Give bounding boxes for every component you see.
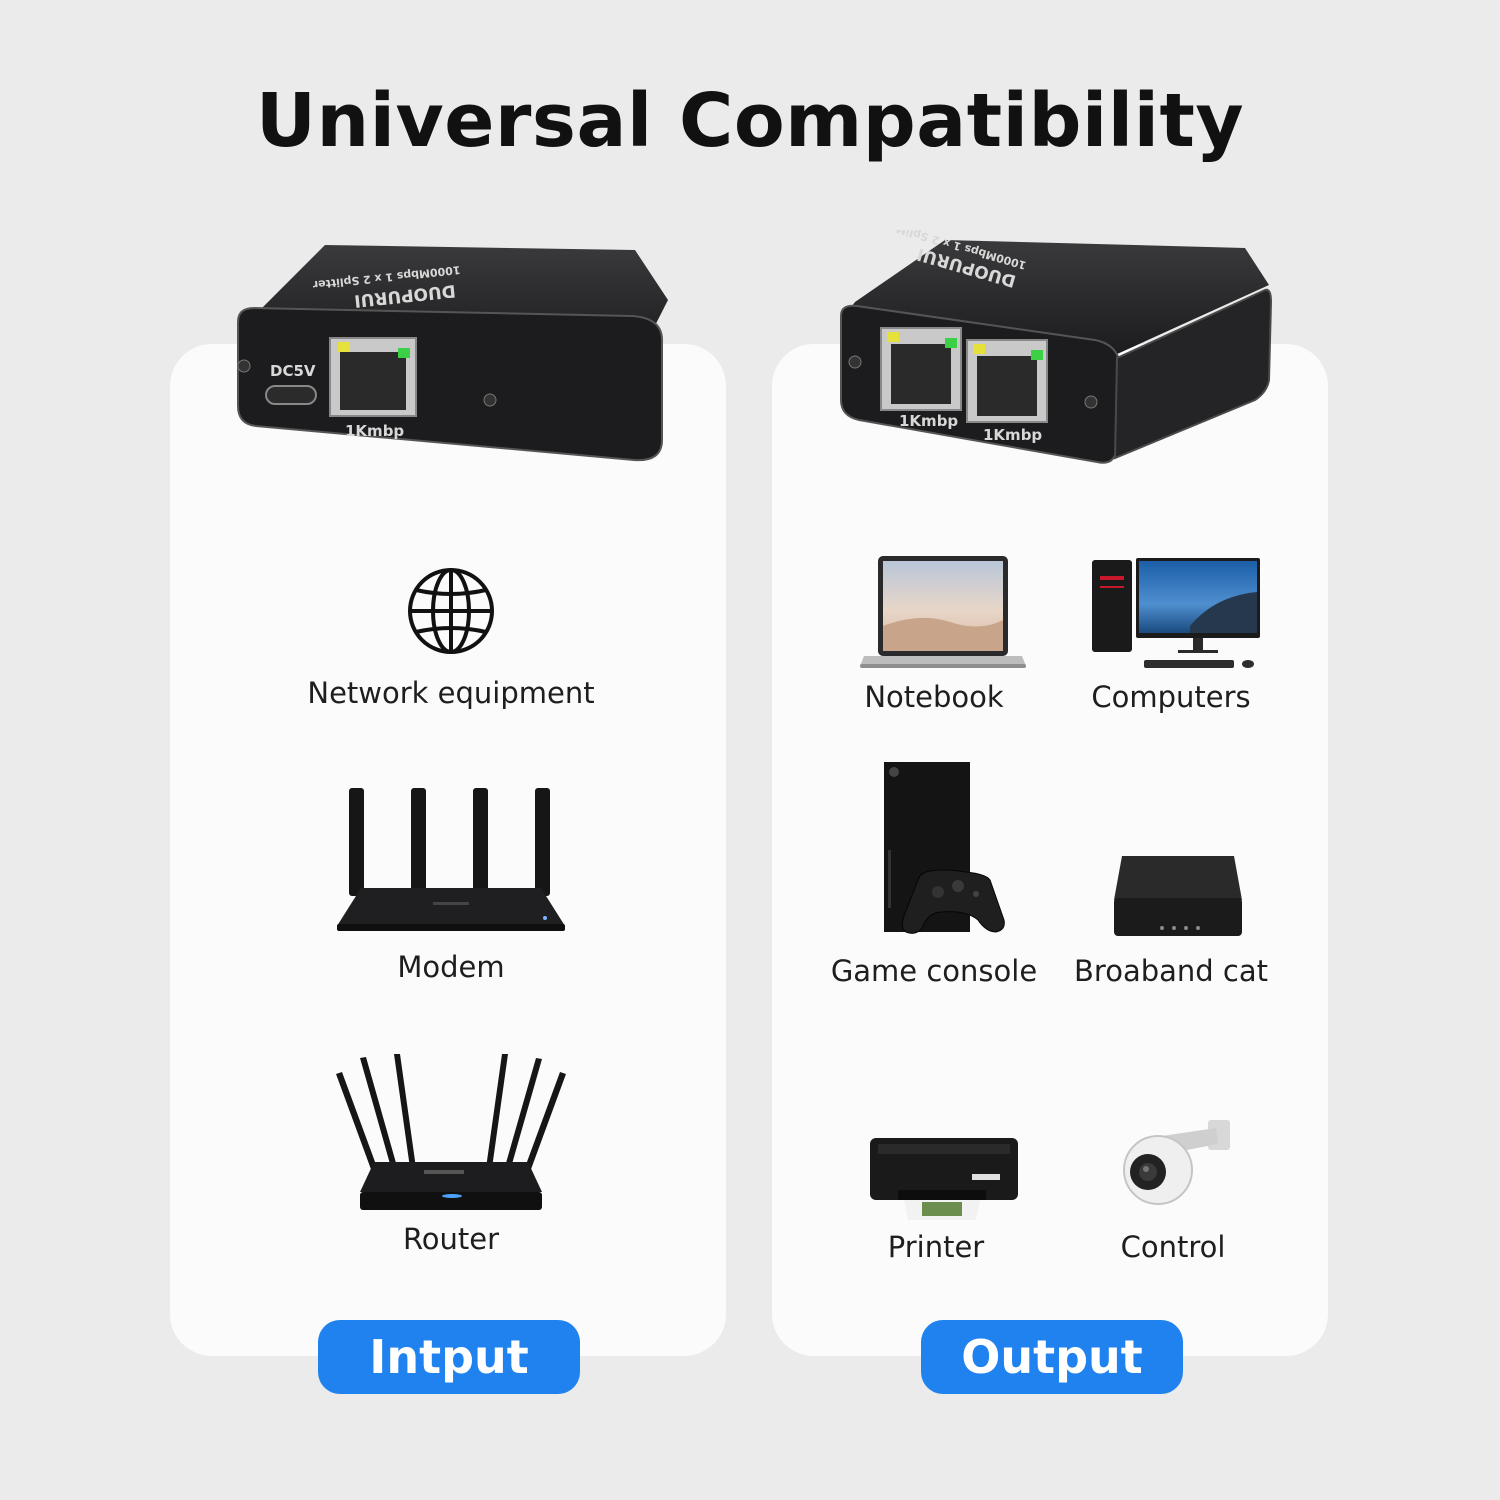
output-item-label: Control	[1120, 1230, 1226, 1264]
output-item-label: Printer	[887, 1230, 985, 1264]
page-title: Universal Compatibility	[255, 78, 1245, 164]
broadband-box-icon	[1114, 856, 1242, 936]
input-button[interactable]: Intput	[318, 1320, 580, 1394]
desktop-computer-icon	[1092, 558, 1260, 668]
usb-c-port	[265, 385, 317, 405]
output-port-2-label: 1Kmbp	[983, 426, 1042, 444]
power-port-label: DC5V	[270, 362, 316, 380]
output-splitter-device: DUOPURUI 1000Mbps 1 x 2 Splitter 1Kmbp 1…	[840, 230, 1273, 464]
output-item-label: Broaband cat	[1074, 954, 1268, 988]
modem-icon	[337, 788, 565, 931]
input-item-label: Modem	[397, 950, 505, 984]
output-button[interactable]: Output	[921, 1320, 1183, 1394]
input-item-label: Network equipment	[307, 676, 595, 710]
input-item-label: Router	[402, 1222, 500, 1256]
game-console-icon	[884, 762, 1005, 934]
globe-icon	[408, 568, 494, 654]
input-port-label: 1Kmbp	[345, 422, 404, 440]
output-port-1-label: 1Kmbp	[899, 412, 958, 430]
security-camera-icon	[1123, 1120, 1230, 1205]
output-panel	[772, 344, 1328, 1356]
printer-icon	[870, 1138, 1018, 1220]
output-item-label: Notebook	[864, 680, 1004, 714]
output-item-label: Game console	[830, 954, 1038, 988]
router-icon	[336, 1054, 566, 1210]
laptop-icon	[860, 556, 1026, 668]
output-item-label: Computers	[1091, 680, 1251, 714]
input-splitter-device: DUOPURUI 1000Mbps 1 x 2 Splitter DC5V 1K…	[237, 245, 668, 462]
